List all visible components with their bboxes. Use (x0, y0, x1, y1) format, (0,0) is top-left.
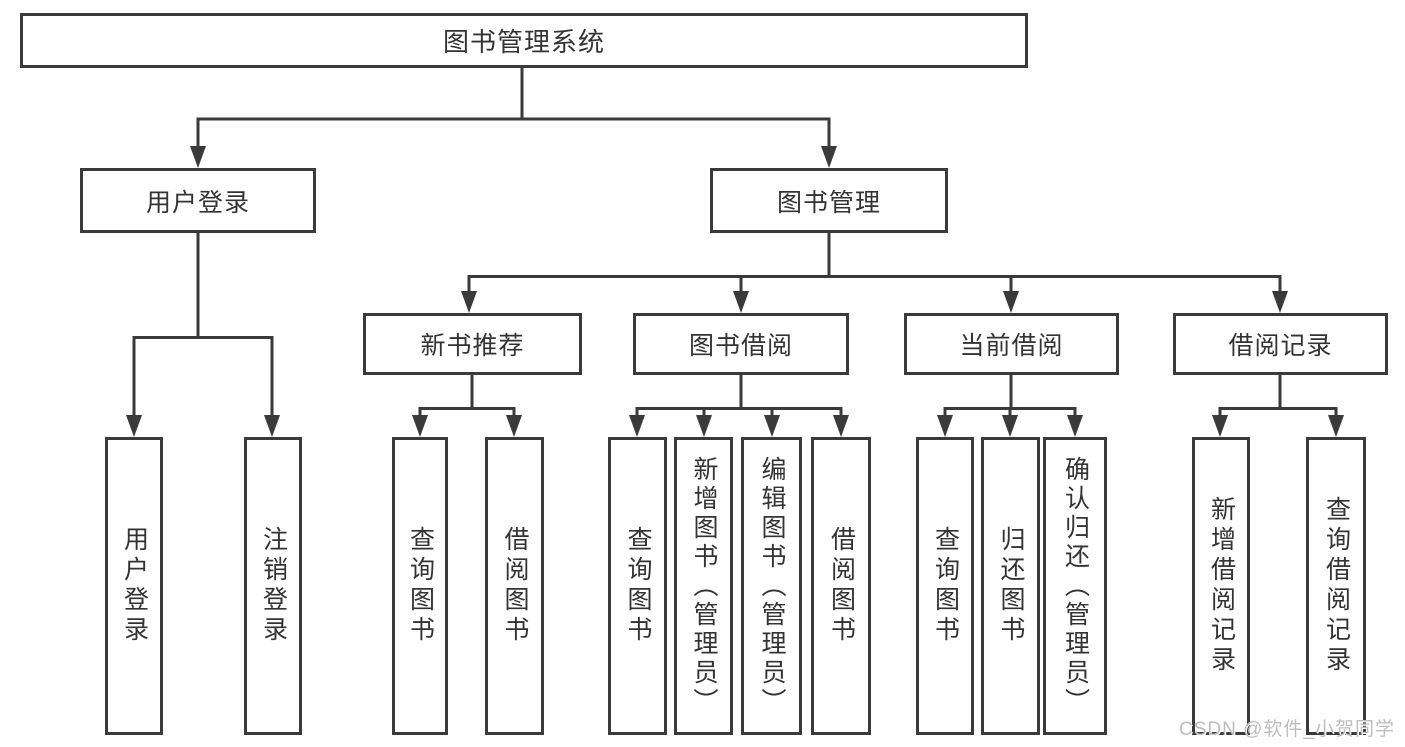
node-borrow-records: 借阅记录 (1173, 313, 1388, 375)
leaf-borrow-add-books-admin: 新增图书（管理员） (674, 437, 733, 735)
leaf-logout: 注销登录 (244, 437, 302, 735)
leaf-recommend-borrow-books: 借阅图书 (485, 437, 544, 735)
leaf-borrow-borrow-books: 借阅图书 (811, 437, 871, 735)
leaf-recommend-query-books: 查询图书 (392, 437, 448, 735)
leaf-current-query-books: 查询图书 (916, 437, 974, 735)
node-book-borrow: 图书借阅 (633, 313, 849, 375)
leaf-user-login: 用户登录 (105, 437, 163, 735)
csdn-watermark: CSDN @软件_小贺同学 (1179, 719, 1395, 740)
leaf-current-return-books: 归还图书 (981, 437, 1040, 735)
node-library-system-root: 图书管理系统 (20, 13, 1028, 68)
node-new-book-recommend: 新书推荐 (363, 313, 582, 375)
node-current-borrow: 当前借阅 (904, 313, 1119, 375)
leaf-borrow-edit-books-admin: 编辑图书（管理员） (741, 437, 802, 735)
leaf-records-query-record: 查询借阅记录 (1306, 437, 1366, 735)
leaf-current-confirm-return-admin: 确认归还（管理员） (1043, 437, 1107, 735)
leaf-borrow-query-books: 查询图书 (608, 437, 667, 735)
node-user-login: 用户登录 (80, 168, 316, 233)
node-book-management: 图书管理 (710, 168, 948, 233)
leaf-records-add-record: 新增借阅记录 (1192, 437, 1250, 735)
